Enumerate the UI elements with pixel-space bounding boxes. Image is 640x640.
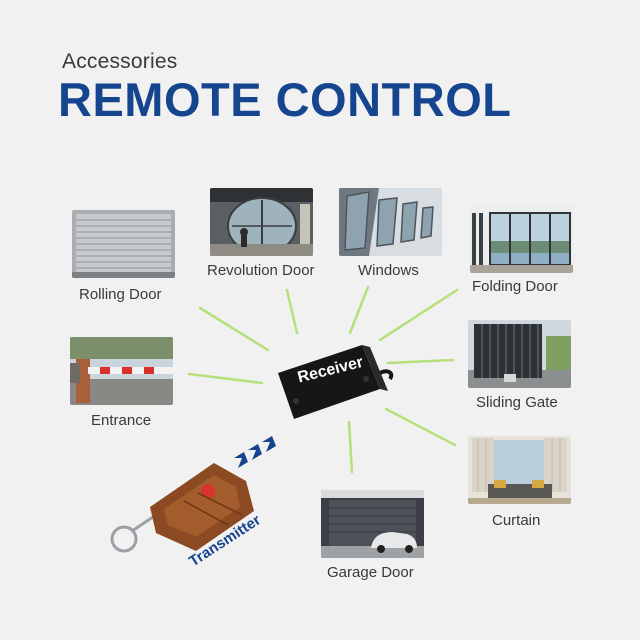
page-title: REMOTE CONTROL bbox=[58, 73, 512, 126]
receiver-box bbox=[278, 345, 394, 419]
connector-folding-door bbox=[378, 288, 459, 342]
connector-garage-door bbox=[347, 420, 354, 474]
subtitle: Accessories bbox=[62, 50, 178, 73]
connector-entrance bbox=[187, 372, 264, 385]
signal-chevrons-icon bbox=[234, 436, 276, 468]
rolling-door-image bbox=[72, 210, 175, 278]
folding-door-label: Folding Door bbox=[472, 278, 558, 295]
windows-image bbox=[339, 188, 442, 256]
connector-revolution-door bbox=[285, 288, 299, 335]
connector-rolling-door bbox=[198, 306, 270, 352]
revolution-door-image bbox=[210, 188, 313, 256]
connector-sliding-gate bbox=[386, 358, 455, 365]
curtain-label: Curtain bbox=[492, 512, 541, 529]
sliding-gate-label: Sliding Gate bbox=[476, 394, 558, 411]
revolution-door-label: Revolution Door bbox=[207, 262, 315, 279]
garage-door-label: Garage Door bbox=[327, 564, 414, 581]
connector-windows bbox=[348, 285, 370, 335]
windows-label: Windows bbox=[358, 262, 419, 279]
garage-door-image bbox=[321, 490, 424, 558]
transmitter-remote-icon bbox=[110, 463, 254, 553]
folding-door-image bbox=[470, 205, 573, 273]
sliding-gate-image bbox=[468, 320, 571, 388]
connector-curtain bbox=[384, 407, 457, 447]
curtain-image bbox=[468, 436, 571, 504]
rolling-door-label: Rolling Door bbox=[79, 286, 162, 303]
entrance-image bbox=[70, 337, 173, 405]
entrance-label: Entrance bbox=[91, 412, 152, 429]
